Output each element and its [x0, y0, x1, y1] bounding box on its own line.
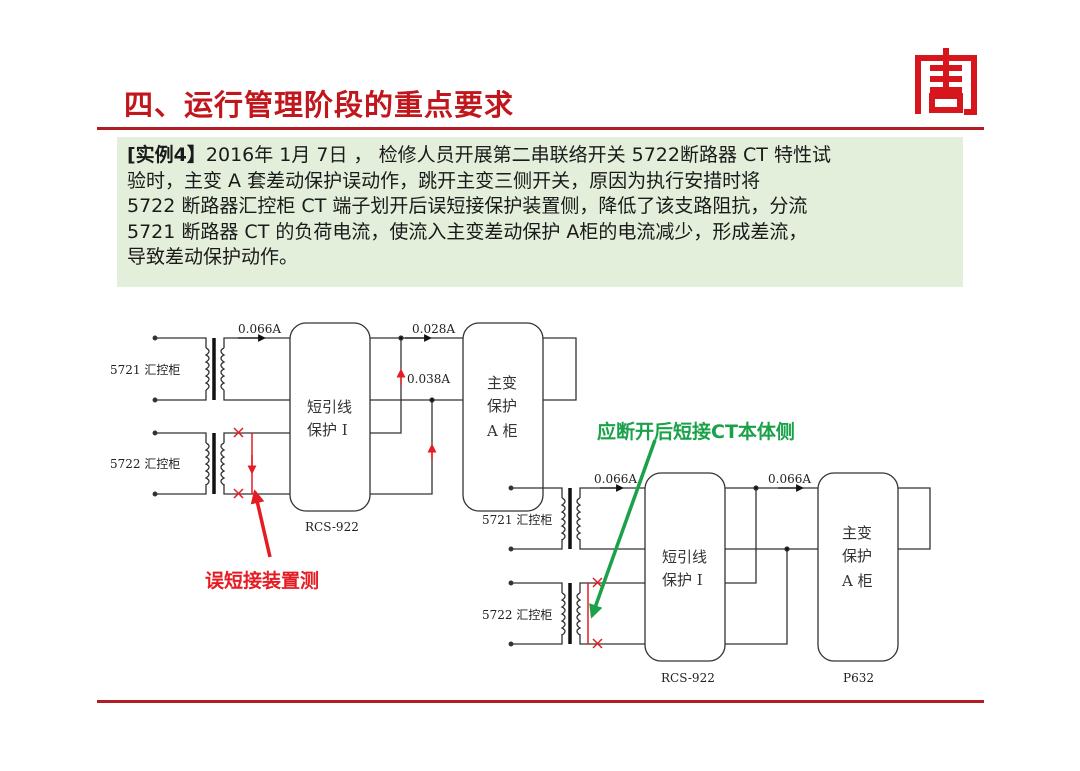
left-current-out: 0.028A [412, 322, 455, 336]
left-current-shunt: 0.038A [407, 372, 450, 386]
case-box [117, 137, 963, 287]
wrong-arrow-icon [250, 489, 272, 558]
footer-divider [97, 700, 984, 703]
right-block2-text: A 柜 [841, 572, 873, 590]
right-block2-text: 保护 [842, 547, 872, 565]
left-diagram [152, 322, 577, 512]
logo-icon [915, 48, 977, 115]
left-block2-text: 保护 [487, 397, 517, 415]
left-current-in: 0.066A [238, 322, 281, 336]
left-ct1-label: 5721 汇控柜 [110, 363, 180, 377]
right-block1-text: 保护 I [662, 571, 703, 589]
case-line: 导致差动保护动作。 [127, 246, 299, 268]
right-ct1-label: 5721 汇控柜 [482, 513, 552, 527]
case-text: [实例4】2016年 1月 7日 ， 检修人员开展第二串联络开关 5722断路器… [127, 143, 957, 271]
case-line: 5721 断路器 CT 的负荷电流，使流入主变差动保护 A柜的电流减少，形成差流… [127, 220, 808, 243]
left-block2-text: 主变 [487, 374, 517, 392]
right-block2-model: P632 [843, 671, 874, 685]
wrong-short-annotation: 误短接装置测 [205, 570, 320, 592]
right-current-in: 0.066A [594, 472, 637, 486]
left-block2-text: A 柜 [486, 422, 518, 440]
left-block1-text: 短引线 [307, 398, 352, 416]
left-block1-model: RCS-922 [305, 520, 359, 534]
left-ct2-label: 5722 汇控柜 [110, 457, 180, 471]
case-tag: [实例4】 [127, 144, 206, 166]
header-divider [97, 127, 984, 130]
case-line: 验时，主变 A 套差动保护误动作，跳开主变三侧开关，原因为执行安措时将 [127, 169, 761, 192]
left-block1-text: 保护 I [307, 421, 348, 439]
correct-arrow-icon [589, 439, 657, 619]
right-block1-text: 短引线 [662, 548, 707, 566]
page-title: 四、运行管理阶段的重点要求 [124, 88, 515, 122]
right-current-out: 0.066A [768, 472, 811, 486]
case-line: 5722 断路器汇控柜 CT 端子划开后误短接保护装置侧，降低了该支路阻抗，分流 [127, 195, 808, 217]
case-line: 2016年 1月 7日 ， 检修人员开展第二串联络开关 5722断路器 CT 特… [205, 144, 831, 166]
correct-short-annotation: 应断开后短接CT本体侧 [597, 421, 795, 443]
right-ct2-label: 5722 汇控柜 [482, 608, 552, 622]
right-block1-model: RCS-922 [661, 671, 715, 685]
right-diagram [508, 472, 931, 662]
right-block2-text: 主变 [842, 524, 872, 542]
